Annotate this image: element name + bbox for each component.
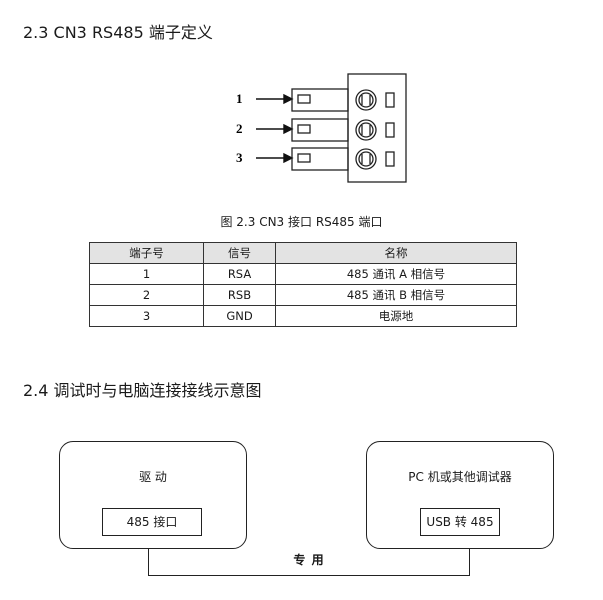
cell-name: 电源地 bbox=[275, 305, 517, 327]
cell-signal: RSB bbox=[203, 284, 276, 306]
cell-name: 485 通讯 B 相信号 bbox=[275, 284, 517, 306]
cell-name: 485 通讯 A 相信号 bbox=[275, 263, 517, 285]
terminal-block bbox=[291, 73, 407, 183]
cable-label: 专 用 bbox=[293, 553, 325, 567]
pin-label-2: 2 bbox=[236, 121, 243, 136]
pin-label-1: 1 bbox=[236, 91, 243, 106]
cell-pin-no: 3 bbox=[89, 305, 204, 327]
header-pin-no: 端子号 bbox=[89, 242, 204, 264]
cell-signal: GND bbox=[203, 305, 276, 327]
cell-pin-no: 2 bbox=[89, 284, 204, 306]
pc-debugger-box: PC 机或其他调试器 USB 转 485 bbox=[366, 441, 554, 549]
pc-title: PC 机或其他调试器 bbox=[408, 470, 512, 484]
table-row: 2 RSB 485 通讯 B 相信号 bbox=[89, 284, 517, 306]
pin-arrows bbox=[256, 93, 294, 164]
table-row: 1 RSA 485 通讯 A 相信号 bbox=[89, 263, 517, 285]
section-heading-2-3: 2.3 CN3 RS485 端子定义 bbox=[23, 23, 213, 42]
section-heading-2-4: 2.4 调试时与电脑连接接线示意图 bbox=[23, 381, 262, 400]
usb-to-485-port: USB 转 485 bbox=[420, 508, 500, 536]
pin-label-3: 3 bbox=[236, 150, 243, 165]
cable-connection: 专 用 bbox=[148, 547, 470, 576]
cell-signal: RSA bbox=[203, 263, 276, 285]
cell-pin-no: 1 bbox=[89, 263, 204, 285]
drive-title: 驱 动 bbox=[139, 470, 167, 484]
pin-definition-table: 端子号 信号 名称 1 RSA 485 通讯 A 相信号 2 RSB 485 通… bbox=[89, 242, 517, 327]
header-signal: 信号 bbox=[203, 242, 276, 264]
table-row: 3 GND 电源地 bbox=[89, 305, 517, 327]
drive-485-port: 485 接口 bbox=[102, 508, 202, 536]
header-name: 名称 bbox=[275, 242, 517, 264]
rs485-terminal-figure: 1 2 3 bbox=[236, 73, 407, 183]
drive-box: 驱 动 485 接口 bbox=[59, 441, 247, 549]
table-header-row: 端子号 信号 名称 bbox=[89, 242, 517, 264]
figure-caption: 图 2.3 CN3 接口 RS485 端口 bbox=[220, 215, 383, 229]
